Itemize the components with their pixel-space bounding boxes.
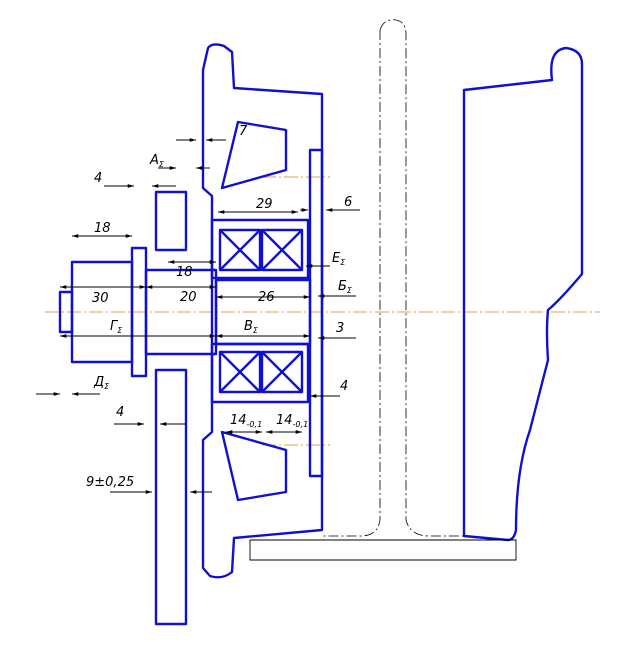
dimension-lines xyxy=(36,138,360,494)
axle xyxy=(58,246,312,378)
dim-7: 7 xyxy=(239,124,248,139)
dim-18-inner: 18 xyxy=(176,265,193,280)
dim-a: АΣ xyxy=(149,153,165,169)
dim-6: 6 xyxy=(344,195,352,210)
dim-9: 9±0,25 xyxy=(86,475,134,490)
dimension-labels: 7 АΣ 4 29 6 18 ЕΣ 18 30 20 26 БΣ ГΣ ВΣ 3… xyxy=(86,124,353,490)
rim xyxy=(462,46,584,542)
tyre-outline xyxy=(249,19,517,561)
dim-4-right: 4 xyxy=(340,379,348,394)
dim-14-a: 14-0,1 xyxy=(230,413,262,429)
dim-d: ДΣ xyxy=(93,375,110,391)
dim-4-bottom: 4 xyxy=(116,405,124,420)
dim-g: ГΣ xyxy=(110,319,123,335)
dim-20: 20 xyxy=(180,290,197,305)
dim-e: ЕΣ xyxy=(332,251,346,267)
dim-30: 30 xyxy=(92,291,109,306)
disc-lower xyxy=(154,368,188,626)
dim-18-left: 18 xyxy=(94,221,111,236)
dim-3: 3 xyxy=(336,321,344,336)
disc-upper xyxy=(154,190,188,252)
bearing-assembly xyxy=(210,218,310,404)
cover-plate xyxy=(308,148,324,478)
dim-v: ВΣ xyxy=(244,319,259,335)
dim-b: БΣ xyxy=(338,279,353,295)
dim-29: 29 xyxy=(256,197,273,212)
hub-housing xyxy=(201,43,324,579)
dim-14-b: 14-0,1 xyxy=(276,413,308,429)
dim-4-top: 4 xyxy=(94,171,102,186)
dim-26: 26 xyxy=(258,290,275,305)
